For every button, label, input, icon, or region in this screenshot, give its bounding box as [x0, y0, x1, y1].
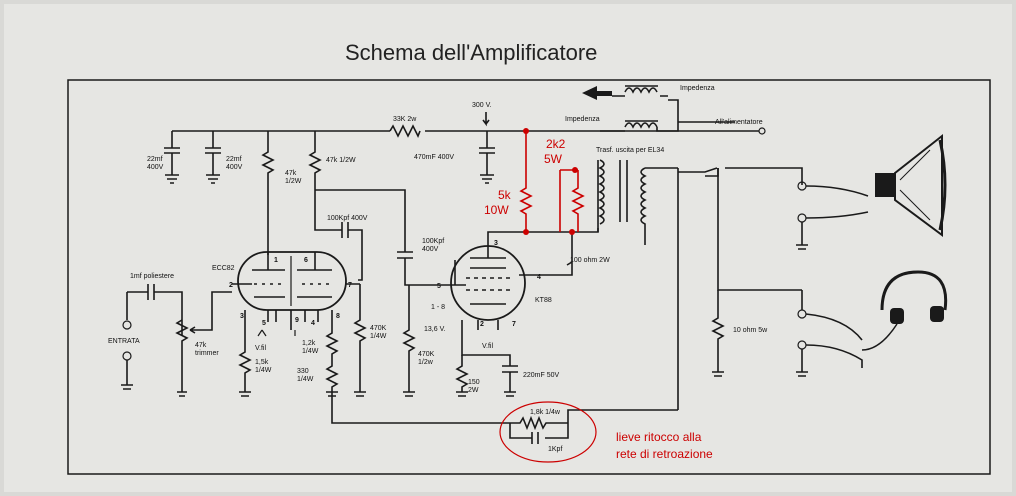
capacitor-470mf [479, 131, 495, 184]
schematic-frame [67, 79, 991, 475]
b-plus-rail [172, 99, 735, 138]
pin-label: 3 [494, 240, 498, 247]
capacitor-100kpf-a [338, 222, 363, 281]
input-jack-hot[interactable] [122, 320, 132, 330]
pin-label: 7 [348, 282, 352, 289]
grid-resistor-470k-b [402, 285, 416, 397]
label-220mf: 220mF 50V [523, 372, 560, 379]
label-100kpf-a: 100Kpf 400V [327, 215, 368, 222]
label-vfil-1: V.fil [255, 345, 266, 352]
headphones-icon [861, 270, 948, 351]
pin-label: 7 [512, 321, 516, 328]
pin-label: 4 [311, 320, 315, 327]
label-47k-h: 47k 1/2W [326, 157, 356, 164]
pin-label: 5 [262, 320, 266, 327]
ecc82-tube [232, 251, 360, 330]
schematic-title: Schema dell'Amplificatore [345, 40, 597, 65]
speaker-icon [875, 133, 947, 237]
label-trasformatore: Trasf. uscita per EL34 [596, 147, 664, 154]
ecc82-plate-resistors [261, 131, 406, 255]
cathode-resistor-1k2 [325, 310, 510, 424]
label-impedenza-2: Impedenza [565, 116, 600, 123]
label-ecc82: ECC82 [212, 265, 235, 272]
headphone-terminals [796, 290, 863, 377]
trimmer-47k [175, 291, 232, 397]
feedback-network [509, 409, 678, 444]
input-coupling-cap [127, 284, 183, 335]
choke-impedenza-1 [582, 85, 668, 100]
resistor-10-ohm [711, 290, 725, 377]
pin-label: 3 [240, 313, 244, 320]
label-33k: 33K 2w [393, 116, 417, 123]
grid-resistor-470k-a [353, 284, 367, 397]
kt88-plate-wiring [487, 160, 599, 276]
cathode-resistor-1k5 [238, 310, 252, 397]
resistor-2k2-5w [559, 167, 585, 235]
label-entrata: ENTRATA [108, 338, 140, 345]
pin-label: 4 [537, 274, 541, 281]
label-1kpf: 1Kpf [548, 446, 562, 453]
capacitor-100kpf-b [397, 251, 455, 286]
pin-label: 9 [295, 317, 299, 324]
choke-impedenza-2 [600, 120, 678, 132]
input-ground [121, 360, 133, 390]
label-impedenza-1: Impedenza [680, 85, 715, 92]
label-kt88: KT88 [535, 297, 552, 304]
label-470mf: 470mF 400V [414, 154, 454, 161]
kt88-cathode-network [454, 260, 518, 397]
speaker-terminals [796, 181, 869, 250]
resistor-33k [389, 124, 421, 138]
label-300v: 300 V. [472, 102, 492, 109]
pin-label: 8 [336, 313, 340, 320]
hv-arrow [482, 112, 490, 127]
label-100-ohm: 100 ohm 2W [570, 257, 610, 264]
capacitor-22mf-a [164, 131, 180, 184]
label-10-ohm: 10 ohm 5w [733, 327, 768, 334]
resistor-5k-10w [519, 128, 533, 235]
pin-label: 2 [229, 282, 233, 289]
pin-label: 5 [437, 283, 441, 290]
capacitor-22mf-b [205, 131, 221, 184]
feedback-highlight-circle [499, 401, 597, 463]
filament-arrows [257, 329, 296, 337]
paper [4, 4, 1012, 492]
pin-label: 1 [274, 257, 278, 264]
label-1mf-poliestere: 1mf poliestere [130, 273, 174, 280]
output-transformer [597, 159, 678, 245]
label-alimentatore: All'alimentatore [715, 119, 763, 126]
label-vfil-2: V.fil [482, 343, 493, 350]
pin-label: 6 [304, 257, 308, 264]
label-1k8: 1,8k 1/4w [530, 409, 561, 416]
pin-label: 2 [480, 321, 484, 328]
